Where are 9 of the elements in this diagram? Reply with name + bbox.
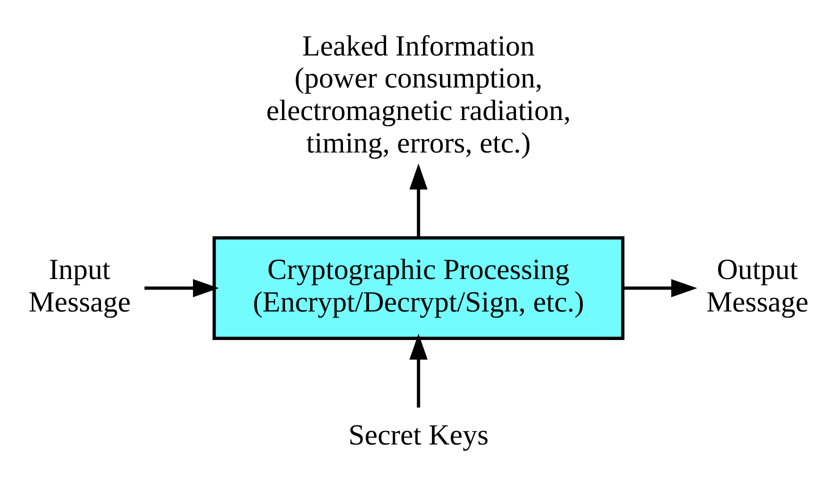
arrow (144, 278, 219, 297)
arrow (409, 162, 428, 238)
node-text: Leaked Information (power consumption, electromagnetic radiation, timing, errors, etc.) (266, 30, 571, 160)
node-text: Secret Keys (348, 418, 489, 451)
node-text: Input Message (28, 254, 131, 318)
arrow (623, 278, 698, 297)
node-box: Cryptographic Processing (Encrypt/Decrypt/Sign, etc.) (212, 236, 624, 340)
arrow (409, 333, 428, 408)
node-text: Output Message (706, 254, 808, 318)
